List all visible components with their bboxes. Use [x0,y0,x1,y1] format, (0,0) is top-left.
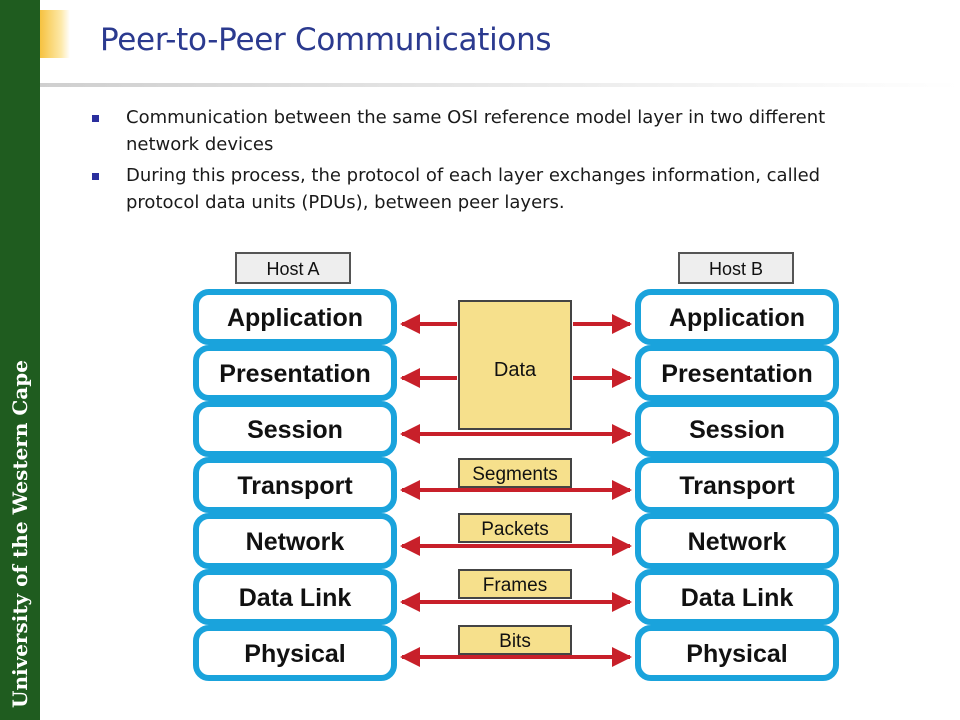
segments-pdu-label: Segments [472,464,558,485]
host-a-session-label: Session [247,416,343,444]
host-b-layer-stack: ApplicationPresentationSessionTransportN… [635,289,839,681]
host-b-application-box [635,289,839,345]
frames-pdu-label: Frames [483,575,547,596]
host-a-physical-label: Physical [244,640,345,668]
page-title: Peer-to-Peer Communications [100,22,552,58]
host-b-presentation-box [635,345,839,401]
bullet-text: Communication between the same OSI refer… [126,107,826,155]
title-accent-block [40,10,70,58]
peer-arrows [400,314,632,667]
data-pdu-label: Data [494,359,537,381]
host-a-presentation-label: Presentation [219,360,370,388]
host-b-session-label: Session [689,416,785,444]
host-a-application-label: Application [227,304,363,332]
bullet-item: During this process, the protocol of eac… [90,162,890,216]
sidebar-band: University of the Western Cape [0,0,40,720]
host-b-presentation-label: Presentation [661,360,812,388]
square-bullet-icon [92,173,99,180]
square-bullet-icon [92,115,99,122]
host-b-data-link-label: Data Link [681,584,794,612]
host-b-physical-label: Physical [686,640,787,668]
host-a-data-link-label: Data Link [239,584,352,612]
host-b-box [678,252,794,284]
host-b-transport-box [635,457,839,513]
host-b-data-link-box [635,569,839,625]
host-b-label: Host B [709,259,763,279]
bits-pdu-label: Bits [499,631,531,652]
host-b-network-box [635,513,839,569]
host-b-application-label: Application [669,304,805,332]
host-b-session-box [635,401,839,457]
host-a-session-box [193,401,397,457]
title-divider [40,83,960,87]
data-pdu-box [458,300,572,430]
host-b-transport-label: Transport [679,472,795,500]
host-a-presentation-box [193,345,397,401]
host-a-network-label: Network [246,528,345,556]
host-a-box [235,252,351,284]
host-b-network-label: Network [688,528,787,556]
host-a-transport-box [193,457,397,513]
bullet-text: During this process, the protocol of eac… [126,165,821,213]
bullet-item: Communication between the same OSI refer… [90,104,890,158]
host-b-physical-box [635,625,839,681]
host-a-label: Host A [266,259,319,279]
bullet-list: Communication between the same OSI refer… [90,104,890,220]
host-a-application-box [193,289,397,345]
host-a-layer-stack: ApplicationPresentationSessionTransportN… [193,289,397,681]
host-a-data-link-box [193,569,397,625]
host-a-physical-box [193,625,397,681]
packets-pdu-label: Packets [481,519,549,540]
host-a-network-box [193,513,397,569]
host-a-transport-label: Transport [237,472,353,500]
